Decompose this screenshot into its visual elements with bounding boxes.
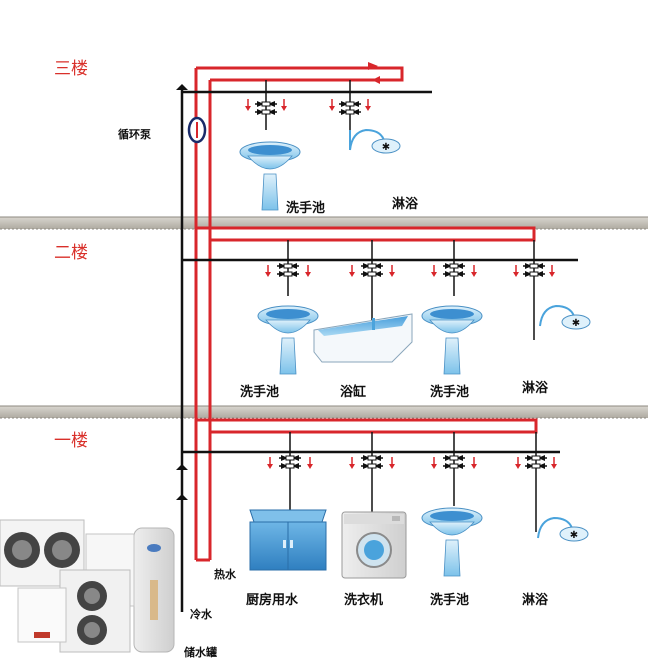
label-f3-sink: 洗手池 [286,200,325,216]
floor-slab-lower [0,406,648,418]
hot-water-label: 热水 [214,567,237,581]
bathtub-f2 [313,313,413,363]
tap-f1-washer [348,432,396,512]
pump-label: 循环泵 [118,127,151,141]
tap-f1-kitchen [266,432,314,510]
floor-slab-upper [0,217,648,229]
kitchen-cabinet-f1 [249,509,327,571]
label-f1-washer: 洗衣机 [344,592,383,608]
label-f2-shower: 淋浴 [522,380,549,396]
label-f2-sink1: 洗手池 [240,384,279,400]
cold-water-label: 冷水 [190,607,213,621]
label-f1-kitchen: 厨房用水 [246,592,299,608]
shower-f3 [349,129,401,154]
heat-pump-units [0,519,175,653]
tap-f2-sink1 [264,240,312,296]
tap-f2-sink2 [430,240,478,296]
shower-f2 [539,305,591,330]
tap-f1-shower [514,432,558,532]
tap-f2-bathtub [348,240,396,320]
floor-label-3: 三楼 [54,59,88,79]
hot-loop-floor3 [196,66,404,82]
label-f1-shower: 淋浴 [522,592,549,608]
tap-f3-shower [328,80,372,130]
sink-f2-2 [421,305,483,375]
hot-loop-floor1 [196,418,538,434]
hot-loop-floor2 [196,226,536,242]
floor-label-1: 一楼 [54,431,88,451]
sink-f2-1 [257,305,319,375]
label-f1-sink: 洗手池 [430,592,469,608]
sink-f3 [239,141,301,211]
sink-f1 [421,507,483,577]
tank-label: 储水罐 [184,645,217,659]
tap-f2-shower [512,240,556,340]
tap-f3-sink [244,80,288,130]
floor-label-2: 二楼 [54,243,88,263]
tap-f1-sink [430,432,478,506]
label-f2-sink2: 洗手池 [430,384,469,400]
shower-f1 [537,517,589,542]
label-f3-shower: 淋浴 [392,196,419,212]
washing-machine-f1 [341,511,407,579]
label-f2-bathtub: 浴缸 [340,384,366,400]
